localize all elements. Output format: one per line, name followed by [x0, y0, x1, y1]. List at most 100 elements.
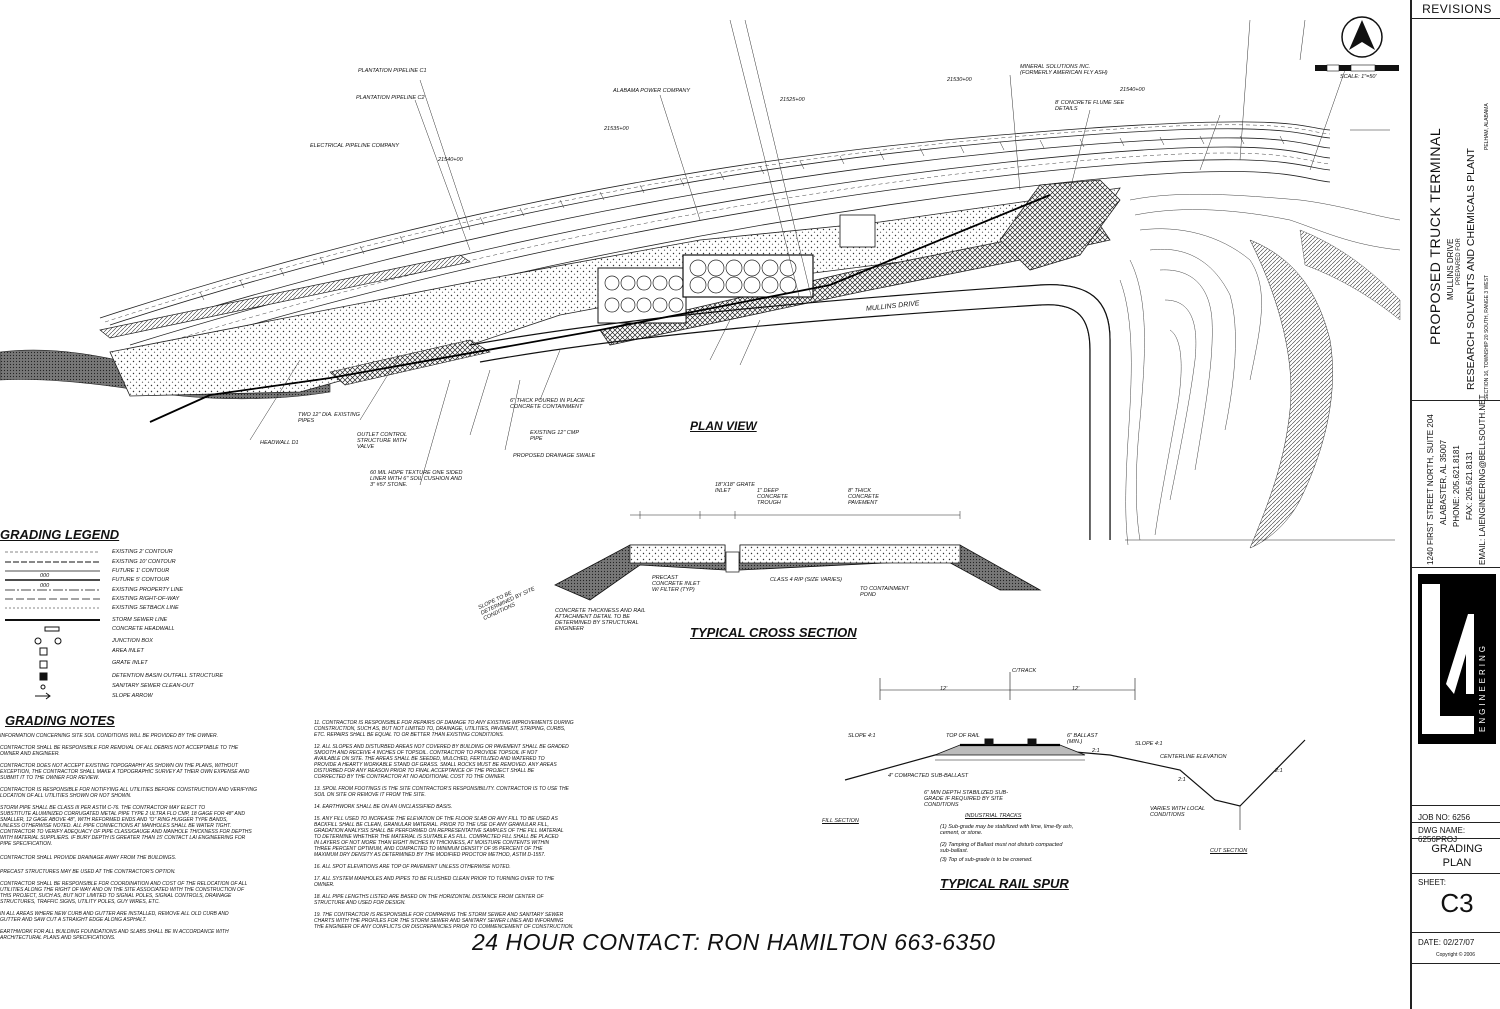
- scale-label: SCALE: 1"=50': [1340, 74, 1377, 80]
- legend-item: SANITARY SEWER CLEAN-OUT: [112, 683, 194, 689]
- plan-label-station-1: 21525+00: [780, 97, 805, 103]
- note-line: SMALLER, 12 GAGE ABOVE 48", WITH REFORME…: [0, 817, 228, 823]
- plan-label-plantation-c2: PLANTATION PIPELINE C2: [356, 95, 425, 101]
- grading-legend-title: GRADING LEGEND: [0, 527, 120, 542]
- rail-ratio-b: 2:1: [1178, 777, 1186, 783]
- xs-class4: CLASS 4 RIP (SIZE VARIES): [770, 577, 842, 583]
- firm-city: ALABASTER, AL 35007: [1439, 439, 1448, 525]
- legend-item: STORM SEWER LINE: [112, 617, 168, 623]
- rail-fill-section: FILL SECTION: [822, 818, 859, 824]
- note-line: THREE PERCENT OPTIMUM, AND COMPACTED TO …: [314, 846, 543, 852]
- note-line: SOIL ON SITE OR REMOVE IT FROM THE SITE.: [314, 792, 426, 798]
- revisions-header: REVISIONS: [1412, 0, 1500, 19]
- plan-label-plantation-c1: PLANTATION PIPELINE C1: [358, 68, 427, 74]
- rail-top-of-rail: TOP OF RAIL: [946, 733, 980, 739]
- rail-dim-12b: 12': [1072, 686, 1080, 692]
- note-line: STRUCTURE AND USED FOR DESIGN.: [314, 900, 406, 906]
- plan-label-swale: PROPOSED DRAINAGE SWALE: [513, 453, 596, 459]
- plan-label-existing-pipes: TWO 12" DIA. EXISTING PIPES: [298, 412, 360, 424]
- note-line: PIPE SPECIFICATION.: [0, 841, 53, 847]
- note-line: 19. THE CONTRACTOR IS RESPONSIBLE FOR CO…: [314, 912, 564, 918]
- note-line: CONSTRUCTION, SUCH AS, BUT NOT LIMITED T…: [314, 726, 566, 732]
- north-arrow-icon: [1341, 16, 1383, 58]
- note-line: ARCHITECTURAL PLANS AND SPECIFICATIONS.: [0, 935, 116, 941]
- firm-email: EMAIL: LAIENGINEERING@BELLSOUTH.NET: [1478, 394, 1487, 565]
- note-line: CONTRACTOR DOES NOT ACCEPT EXISTING TOPO…: [0, 763, 238, 769]
- legend-item: EXISTING RIGHT-OF-WAY: [112, 596, 180, 602]
- rail-track: C/TRACK: [1012, 668, 1037, 674]
- rail-centerline: CENTERLINE ELEVATION: [1160, 754, 1227, 760]
- project-client: RESEARCH SOLVENTS AND CHEMICALS PLANT: [1465, 148, 1477, 390]
- note-line: UTILITIES ALONG THE RIGHT OF WAY AND ON …: [0, 887, 244, 893]
- note-line: CONTRACTOR TO VERIFY ADEQUACY OF PIPE CL…: [0, 829, 252, 835]
- note-line: GRADATION ANALYSIS SHALL BE PERFORMED ON…: [314, 828, 564, 834]
- plan-label-station-3: 21535+00: [604, 126, 629, 132]
- firm-logo: ENGINEERING: [1418, 574, 1496, 744]
- note-line: AVAILABLE ON SITE. THE AREAS SHALL BE SE…: [314, 756, 545, 762]
- note-line: 17. ALL SYSTEM MANHOLES AND PIPES TO BE …: [314, 876, 555, 882]
- note-line: ETC. REPAIRS SHALL BE EQUAL TO OR BETTER…: [314, 732, 504, 738]
- rail-stabilized: 6" MIN DEPTH STABILIZED SUB-GRADE IF REQ…: [924, 790, 1009, 808]
- note-line: GUTTER AND SAW CUT A STRAIGHT EDGE ALONG…: [0, 917, 147, 923]
- sheet-copyright: Copyright © 2006: [1436, 952, 1475, 958]
- job-number: JOB NO: 6256: [1418, 813, 1471, 822]
- note-line: THIS PROJECT, SUCH AS, BUT NOT LIMITED T…: [0, 893, 232, 899]
- note-line: INFORMATION CONCERNING SITE SOIL CONDITI…: [0, 733, 218, 739]
- rail-ratio-a: 2:1: [1092, 748, 1100, 754]
- note-line: 12. ALL SLOPES AND DISTURBED AREAS NOT C…: [314, 744, 569, 750]
- legend-item: CONCRETE HEADWALL: [112, 626, 175, 632]
- legend-item: EXISTING PROPERTY LINE: [112, 587, 184, 593]
- rail-slope-left: SLOPE 4:1: [848, 733, 876, 739]
- rail-ratio-c: 2:1: [1275, 768, 1283, 774]
- sheet-date: DATE: 02/27/07: [1418, 938, 1475, 947]
- tb-divider: [1412, 400, 1500, 401]
- note-line: CONTRACTOR SHALL BE RESPONSIBLE FOR COOR…: [0, 881, 248, 887]
- lai-logo-mark: [1422, 584, 1474, 734]
- xs-deep-trough: 1" DEEP CONCRETE TROUGH: [757, 488, 788, 506]
- rail-industrial-tracks: INDUSTRIAL TRACKS: [965, 813, 1022, 819]
- project-title: PROPOSED TRUCK TERMINAL: [1427, 127, 1443, 345]
- plan-label-station-4: 21540+00: [1120, 87, 1145, 93]
- note-line: CORRECTED BY THE CONTRACTOR AT NO ADDITI…: [314, 774, 506, 780]
- note-line: IN LAYERS OF NOT MORE THAN EIGHT INCHES …: [314, 840, 550, 846]
- xs-to-pond: TO CONTAINMENT POND: [860, 586, 909, 598]
- note-line: LOCATION OF ALL UTILITIES SHOWN OR NOT S…: [0, 793, 132, 799]
- note-line: WITH MATERIAL SUPPLIERS. IF BURY DEPTH I…: [0, 835, 246, 841]
- sheet-number: C3: [1440, 888, 1474, 918]
- rail-slope-right: SLOPE 4:1: [1135, 741, 1163, 747]
- scale-bar: [1315, 64, 1399, 72]
- legend-item: EXISTING 2' CONTOUR: [112, 549, 173, 555]
- legend-symbols: [5, 551, 100, 700]
- note-line: CONTRACTOR SHALL PROVIDE DRAINAGE AWAY F…: [0, 855, 177, 861]
- plan-label-outlet: OUTLET CONTROL STRUCTURE WITH VALVE: [357, 432, 408, 450]
- logo-text: ENGINEERING: [1478, 642, 1487, 732]
- rail-cut-section: CUT SECTION: [1210, 848, 1248, 854]
- note-line: TO DETERMINE WHETHER THE MATERIAL IS SUI…: [314, 834, 559, 840]
- note-line: PRECAST STRUCTURES MAY BE USED AT THE CO…: [0, 869, 176, 875]
- note-line: CHARTS WITH THE PROFILES FOR THE STORM S…: [314, 918, 564, 924]
- note-line: 18. ALL PIPE LENGTHS LISTED ARE BASED ON…: [314, 894, 544, 900]
- legend-item: EXISTING SETBACK LINE: [112, 605, 179, 611]
- tb-divider: [1412, 822, 1500, 823]
- tb-divider: [1412, 567, 1500, 568]
- tb-divider: [1412, 873, 1500, 874]
- note-line: THE ENGINEER OF ANY CONFLICTS OR DISCREP…: [314, 924, 574, 930]
- note-line: OWNER AND ENGINEER.: [0, 751, 60, 757]
- legend-item: AREA INLET: [112, 648, 144, 654]
- legend-item: JUNCTION BOX: [112, 638, 153, 644]
- plan-label-alabama-power: ALABAMA POWER COMPANY: [613, 88, 691, 94]
- legend-item: FUTURE 5' CONTOUR: [112, 577, 170, 583]
- legend-item: FUTURE 1' CONTOUR: [112, 568, 170, 574]
- note-line: PROVIDE A HEARTY WORKABLE STAND OF GRASS…: [314, 762, 557, 768]
- xs-grate-inlet: 18"X18" GRATE INLET: [715, 482, 755, 494]
- note-line: MAXIMUM DRY DENSITY AS DETERMINED BY THE…: [314, 852, 546, 858]
- legend-item: EXISTING 10' CONTOUR: [112, 559, 176, 565]
- firm-fax: FAX: 205.621.8131: [1465, 451, 1474, 521]
- project-prepared-for: PREPARED FOR: [1456, 238, 1462, 285]
- note-line: SUBSTITUTE ALUMINIZED CORRUGATED METAL P…: [0, 811, 245, 817]
- plan-label-headwall-d1: HEADWALL D1: [260, 440, 299, 446]
- tb-divider: [1412, 932, 1500, 933]
- xs-precast: PRECAST CONCRETE INLET W/ FILTER (TYP): [652, 575, 700, 593]
- note-line: 11. CONTRACTOR IS RESPONSIBLE FOR REPAIR…: [314, 720, 574, 726]
- note-line: OWNER.: [314, 882, 335, 888]
